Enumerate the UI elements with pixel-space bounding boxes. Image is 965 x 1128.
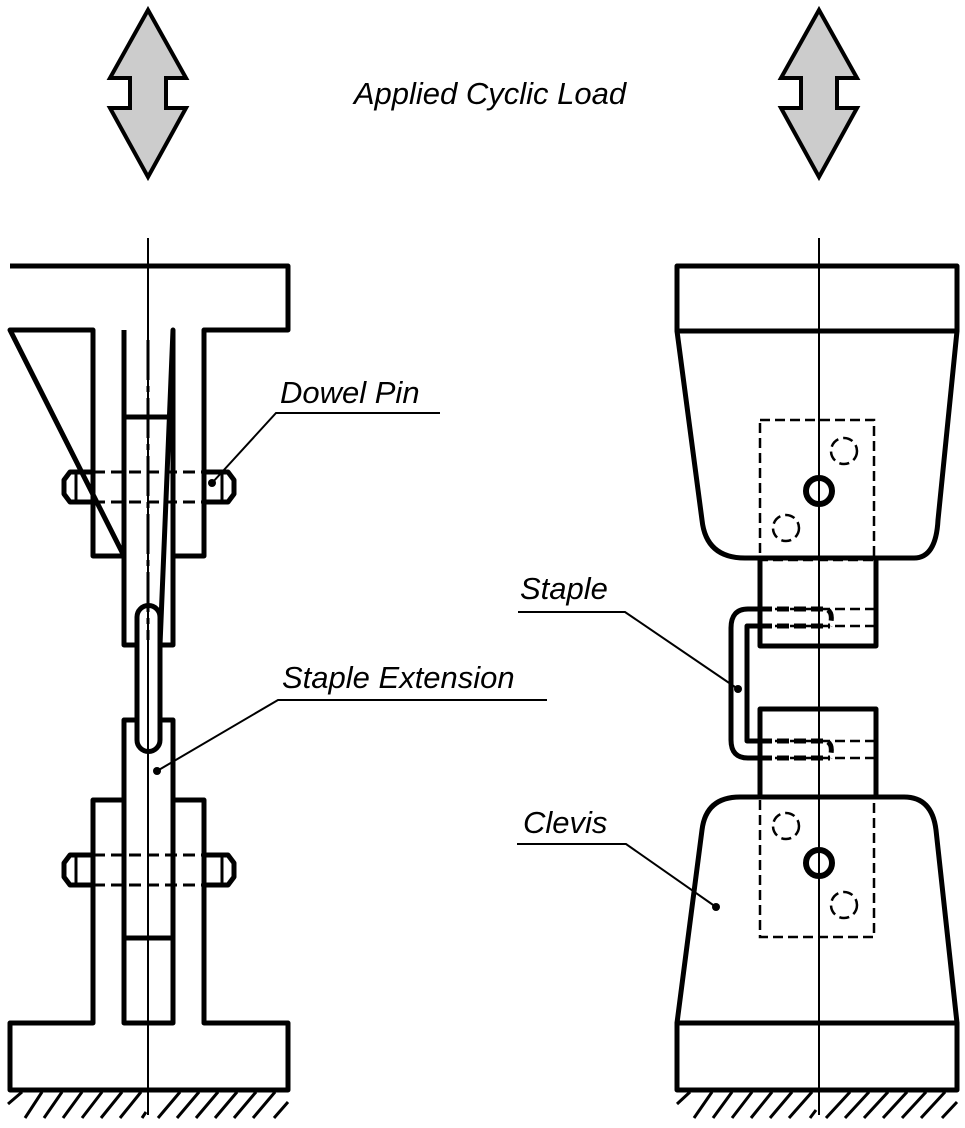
staple — [728, 606, 760, 761]
top-clevis — [674, 263, 960, 562]
left-top-insert — [121, 327, 176, 648]
left-top-dowel-pin — [61, 469, 237, 505]
label-staple-extension: Staple Extension — [282, 660, 515, 695]
label-dowel-pin: Dowel Pin — [280, 375, 420, 410]
left-ground-hatch — [7, 1090, 290, 1119]
callout-dowel-pin: Dowel Pin — [208, 375, 440, 487]
diagram-title: Applied Cyclic Load — [352, 76, 628, 111]
right-ground-hatch — [675, 1090, 959, 1120]
left-fixture-assembly — [7, 238, 291, 1119]
load-arrow-left-icon — [106, 5, 190, 182]
left-bottom-dowel-pin — [61, 852, 237, 888]
bottom-clevis — [674, 794, 960, 1093]
bottom-clevis-pin-hole — [803, 847, 835, 879]
left-bottom-grip — [7, 797, 291, 1093]
top-clevis-pin-hole — [803, 475, 835, 507]
load-arrow-right-icon — [777, 5, 861, 182]
left-bottom-insert — [121, 717, 176, 1026]
callout-staple-extension: Staple Extension — [153, 660, 547, 775]
right-fixture-assembly — [674, 238, 960, 1120]
staple-extension — [134, 603, 163, 754]
left-top-grip — [7, 263, 291, 559]
callout-staple: Staple — [518, 571, 742, 693]
label-clevis: Clevis — [523, 805, 607, 840]
label-staple: Staple — [520, 571, 608, 606]
callout-clevis: Clevis — [517, 805, 720, 911]
